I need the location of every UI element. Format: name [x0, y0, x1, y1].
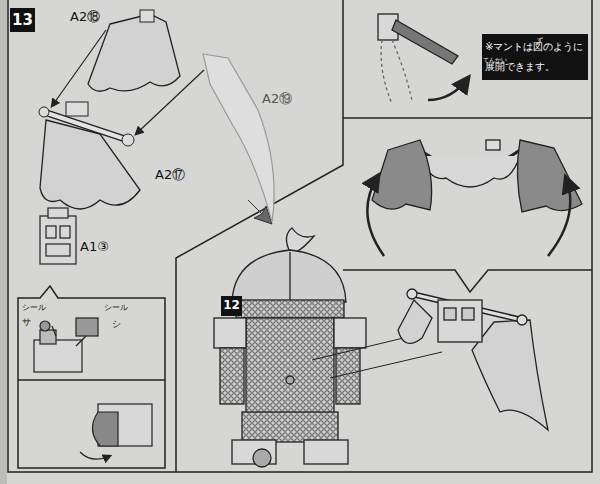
- part-label: A2⑲: [262, 92, 292, 106]
- part-label: シール: [22, 304, 46, 313]
- node-text: 12: [223, 299, 240, 312]
- part-label: サ: [22, 318, 31, 328]
- part-label: シ: [112, 320, 121, 330]
- part-label: A2⑱: [70, 10, 100, 24]
- part-label: A1③: [80, 240, 109, 254]
- furigana: ず: [537, 37, 543, 44]
- node-text: 13: [12, 12, 33, 29]
- part-label: シール: [104, 304, 128, 313]
- furigana: てんかい: [483, 57, 507, 64]
- step-number: 13: [10, 8, 35, 32]
- step-number: 12: [221, 296, 242, 316]
- part-label: A2⑰: [155, 168, 185, 182]
